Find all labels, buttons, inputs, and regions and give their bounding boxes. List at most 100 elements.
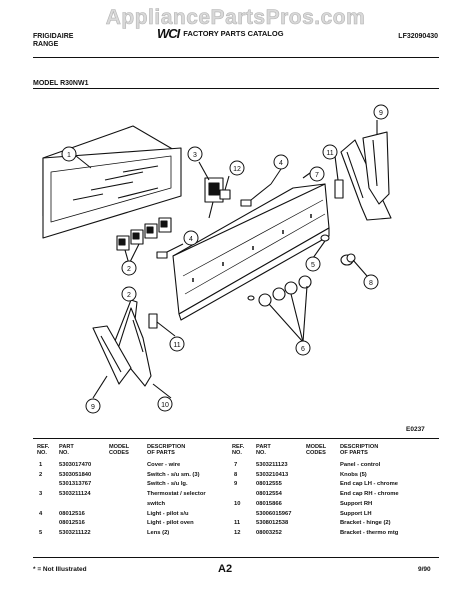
surface-unit-switches <box>116 217 172 265</box>
table-cell-part: 5301313767 <box>59 481 92 488</box>
revision-date: 9/90 <box>418 566 431 573</box>
callout-label: 12 <box>233 166 241 173</box>
header-rule <box>33 57 439 58</box>
table-cell-desc: Knobs (5) <box>340 471 367 478</box>
watermark: AppliancePartsPros.com <box>105 6 366 30</box>
callout-label: 9 <box>379 110 383 117</box>
table-cell-desc: Switch - s/u lg. <box>147 481 188 488</box>
callout-label: 7 <box>315 172 319 179</box>
table-cell-desc: Light - pilot s/u <box>147 510 189 517</box>
table-cell-ref: 12 <box>234 529 241 536</box>
model-rule <box>33 88 439 89</box>
table-cell-ref: 3 <box>39 491 43 498</box>
table-cell-part: 5303211124 <box>59 491 91 498</box>
table-cell-part: 5303051840 <box>59 471 92 478</box>
pilot-lights <box>156 183 272 259</box>
table-cell-part: 08012555 <box>256 481 282 488</box>
catalog-title: WCI FACTORY PARTS CATALOG <box>157 26 284 41</box>
table-cell-part: 5303211122 <box>59 529 91 536</box>
callout-label: 5 <box>311 262 315 269</box>
table-cell-desc: Support RH <box>340 500 373 507</box>
col-desc-label: DESCRIPTION <box>147 444 186 450</box>
drawing-code: E0237 <box>406 426 425 433</box>
catalog-name: FACTORY PARTS CATALOG <box>183 29 284 38</box>
col-model-label: CODES <box>109 450 129 457</box>
callout-label: 6 <box>301 346 305 353</box>
footer-rule <box>33 557 439 558</box>
wire-cover <box>42 125 182 239</box>
callout-label: 2 <box>127 292 131 299</box>
col-desc-label: OF PARTS <box>147 450 175 457</box>
knobs-and-lens <box>247 234 368 343</box>
table-cell-desc: Lens (2) <box>147 529 170 536</box>
col-model-label: MODEL <box>109 444 130 450</box>
callout-label: 4 <box>189 236 193 243</box>
table-cell-desc: Cover - wire <box>147 462 181 468</box>
col-ref-label: REF. <box>232 444 245 450</box>
not-illustrated-note: * = Not Illustrated <box>33 566 87 573</box>
callout-label: 11 <box>173 342 180 349</box>
callout-label: 3 <box>193 152 197 159</box>
model-number: MODEL R30NW1 <box>33 80 89 87</box>
table-cell-ref: 9 <box>234 481 238 488</box>
wci-logo: WCI <box>157 26 180 41</box>
callout-label: 10 <box>161 402 169 409</box>
col-model-label: MODEL <box>306 444 327 450</box>
table-cell-part: 08012554 <box>256 491 282 498</box>
col-ref-label: NO. <box>37 450 47 457</box>
table-cell-desc: switch <box>147 500 166 507</box>
document-number: LF32090430 <box>398 33 438 40</box>
callout-markers: 1 2 3 12 4 7 11 9 4 2 5 6 8 11 9 10 <box>61 104 389 414</box>
thermostat-assembly <box>198 161 231 219</box>
brand-name: FRIGIDAIRE <box>33 33 74 40</box>
col-model-label: CODES <box>306 450 326 457</box>
col-part-label: NO. <box>59 450 69 457</box>
product-type: RANGE <box>33 41 59 48</box>
table-cell-desc: Bracket - hinge (2) <box>340 520 391 527</box>
col-desc-label: DESCRIPTION <box>340 444 379 450</box>
table-cell-ref: 5 <box>39 529 43 536</box>
callout-label: 2 <box>127 266 131 273</box>
col-ref-label: NO. <box>232 450 242 457</box>
table-cell-desc: Panel - control <box>340 462 381 468</box>
callout-label: 8 <box>369 280 373 287</box>
table-cell-ref: 2 <box>39 471 43 478</box>
callout-label: 11 <box>326 150 333 157</box>
table-cell-part: 08012516 <box>59 520 85 527</box>
table-cell-part: 08012516 <box>59 510 85 517</box>
brand-block: FRIGIDAIRE RANGE <box>33 33 73 49</box>
table-cell-part: 08015866 <box>256 500 282 507</box>
callout-label: 4 <box>279 160 283 167</box>
table-cell-part: 08003252 <box>256 529 282 536</box>
table-cell-ref: 11 <box>234 520 241 527</box>
table-cell-desc: Switch - s/u sm. (3) <box>147 471 200 478</box>
table-cell-ref: 1 <box>39 462 43 468</box>
table-cell-desc: Bracket - thermo mtg <box>340 529 399 536</box>
table-cell-desc: Support LH <box>340 510 372 517</box>
table-cell-desc: Thermostat / selector <box>147 491 206 498</box>
col-desc-label: OF PARTS <box>340 450 368 457</box>
col-part-label: NO. <box>256 450 266 457</box>
col-ref-label: REF. <box>37 444 50 450</box>
table-cell-ref: 8 <box>234 471 238 478</box>
table-cell-desc: Light - pilot oven <box>147 520 194 527</box>
page-number: A2 <box>218 563 233 575</box>
table-cell-ref: 10 <box>234 500 241 507</box>
exploded-parts-diagram: 1 2 3 12 4 7 11 9 4 2 5 6 8 11 9 10 <box>42 104 392 414</box>
control-panel <box>172 167 330 321</box>
table-cell-desc: End cap LH - chrome <box>340 481 398 488</box>
table-cell-part: 5308012538 <box>256 520 289 527</box>
table-top-rule <box>33 438 439 439</box>
col-part-label: PART <box>256 444 271 450</box>
table-cell-ref: 7 <box>234 462 238 468</box>
table-cell-ref: 4 <box>39 510 43 517</box>
callout-label: 9 <box>91 404 95 411</box>
table-cell-part: 53006015967 <box>256 510 292 517</box>
end-cap-rh <box>340 120 392 221</box>
support-lh-assembly <box>92 299 172 399</box>
col-part-label: PART <box>59 444 74 450</box>
table-cell-part: 5303211123 <box>256 462 288 468</box>
table-cell-part: 5303210413 <box>256 471 289 478</box>
